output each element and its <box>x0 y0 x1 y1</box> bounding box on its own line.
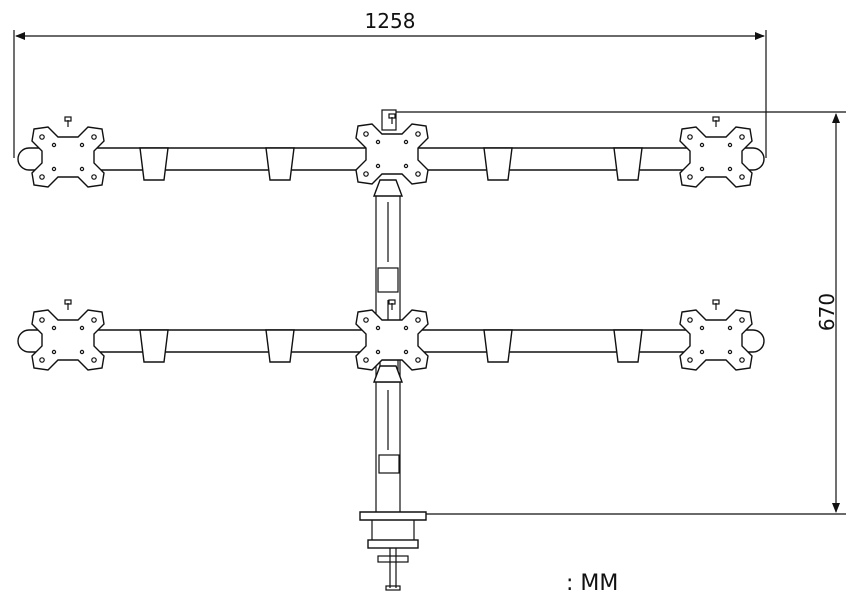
vesa-plate-top-right <box>679 116 753 188</box>
height-dimension <box>396 111 846 515</box>
unit-note: : MM <box>566 571 618 596</box>
vesa-plate-top-center <box>355 113 429 185</box>
vesa-plate-top-left <box>31 116 105 188</box>
desk-clamp <box>359 511 427 591</box>
width-dimension <box>13 30 767 158</box>
vesa-plate-bottom-center <box>355 299 429 371</box>
pivot-joint-bottom <box>372 365 404 383</box>
height-dimension-label: 670 <box>815 293 839 331</box>
vesa-plate-bottom-right <box>679 299 753 371</box>
width-dimension-label: 1258 <box>365 9 416 33</box>
vesa-plate-bottom-left <box>31 299 105 371</box>
pivot-joint-top <box>372 179 404 197</box>
